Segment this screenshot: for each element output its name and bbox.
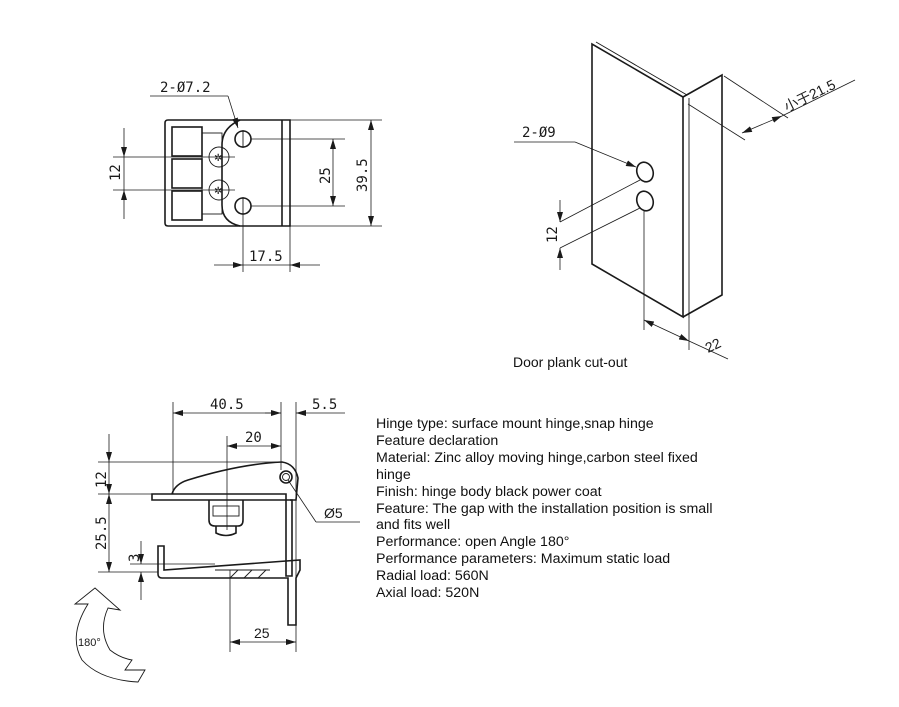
spec-list: Hinge type: surface mount hinge,snap hin…: [376, 416, 766, 602]
side-view: 40.5 5.5 20 12 25.5 3 Ø5 25: [73, 397, 360, 683]
dim-width: 17.5: [249, 249, 283, 265]
slot: [171, 190, 203, 221]
dim-base: 25: [254, 625, 270, 641]
leaf-curve: [221, 119, 241, 227]
spec-line: Performance: open Angle 180°: [376, 534, 570, 551]
base-bracket: [157, 545, 301, 626]
cutout-hole: [635, 161, 655, 183]
dim-thickness: 3: [127, 554, 143, 562]
svg-text:✲: ✲: [214, 186, 222, 197]
spec-line: hinge: [376, 466, 411, 483]
dim-hole-pitch: 25: [318, 167, 334, 184]
inner-plate: [201, 132, 223, 215]
svg-text:✲: ✲: [214, 153, 222, 164]
rotation-arrow-icon: [73, 587, 146, 683]
door-cutout-view: 2-Ø9 12 22 小于21.5: [514, 41, 856, 360]
rotation-label: 180°: [78, 637, 101, 649]
dim-upper: 12: [94, 471, 110, 488]
spec-line: Material: Zinc alloy moving hinge,carbon…: [376, 449, 698, 466]
spec-line: Finish: hinge body black power coat: [376, 483, 602, 500]
dim-slot-pitch: 12: [108, 164, 124, 181]
dim-pin: Ø5: [324, 505, 343, 521]
moving-leaf: [171, 461, 299, 501]
slot: [171, 126, 203, 157]
fixed-leaf: [151, 493, 293, 577]
dim-offset: 22: [703, 335, 724, 356]
cutout-hole: [635, 190, 655, 212]
spec-line: Radial load: 560N: [376, 568, 489, 585]
spec-line: Axial load: 520N: [376, 585, 480, 602]
screw-block: [208, 500, 244, 527]
dim-hole-callout-door: 2-Ø9: [522, 125, 556, 141]
dim-flange: 小于21.5: [781, 76, 838, 115]
dim-length: 40.5: [210, 397, 244, 413]
spec-line: Feature: The gap with the installation p…: [376, 500, 713, 517]
spec-line: Feature declaration: [376, 432, 499, 449]
door-cutout-caption: Door plank cut-out: [513, 354, 628, 370]
dim-lower: 25.5: [94, 516, 110, 550]
spec-line: Hinge type: surface mount hinge,snap hin…: [376, 416, 654, 432]
dim-gap: 5.5: [312, 397, 337, 413]
hinge-body-outline: [164, 119, 291, 227]
dim-height: 39.5: [355, 158, 371, 192]
dim-hole-pitch-door: 12: [545, 226, 561, 243]
spec-line: Performance parameters: Maximum static l…: [376, 551, 671, 568]
dim-screw-offset: 20: [245, 430, 262, 446]
dim-hole-callout: 2-Ø7.2: [160, 80, 211, 96]
slot: [171, 158, 203, 189]
spec-line: and fits well: [376, 517, 451, 534]
top-view: ✲ ✲ 2-Ø7.2 12 25 39.5 17.5: [108, 80, 382, 272]
hinge-pin: [279, 470, 293, 484]
